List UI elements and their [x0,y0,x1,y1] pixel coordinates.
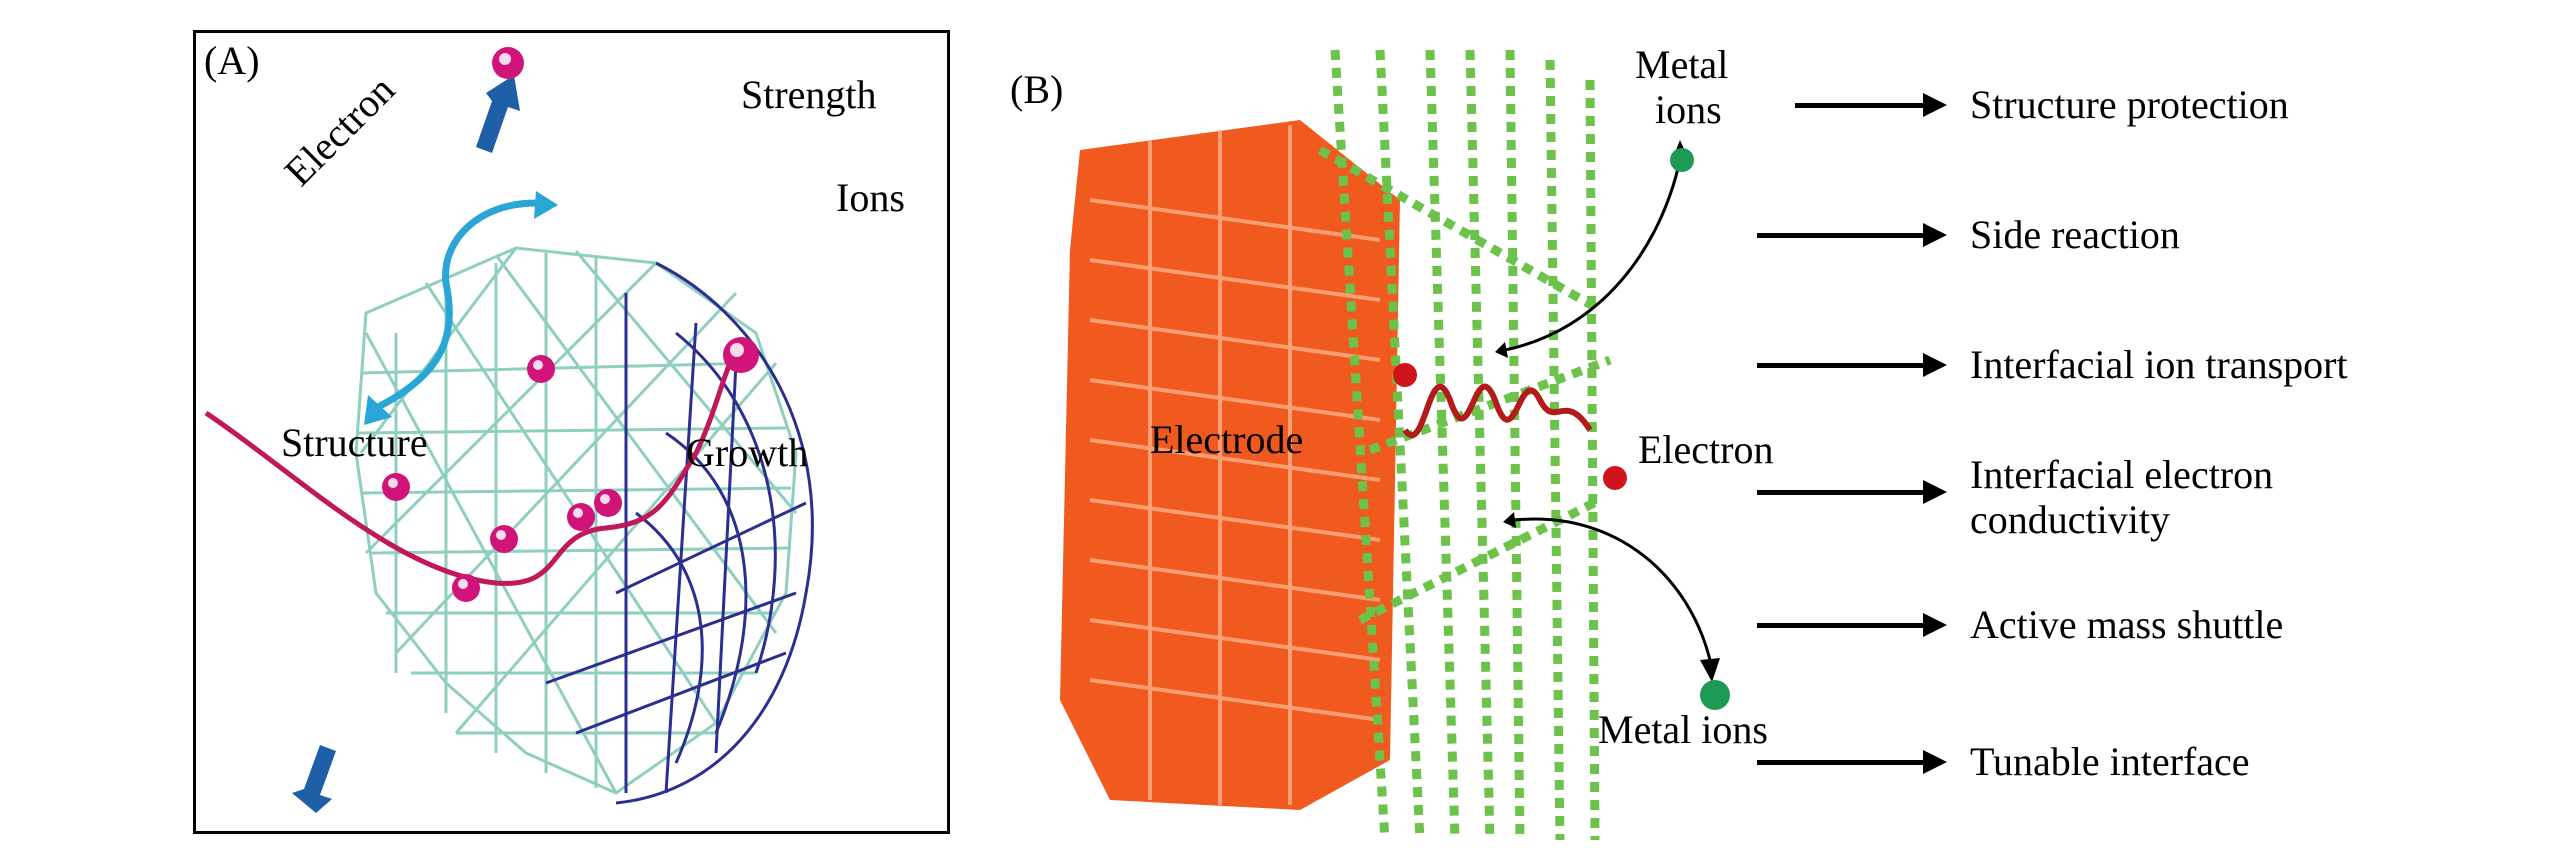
growth-arrow-down [292,745,336,813]
metal-ion-top [1670,148,1694,172]
property-interfacial-ion-transport: Interfacial ion transport [1970,342,2348,387]
property-interfacial-electron-line1: Interfacial electron [1970,452,2274,497]
panel-a-label: (A) [204,38,260,83]
ion-spheres [382,47,759,602]
electron-sphere-right [1603,466,1627,490]
metal-ions-bottom-label: Metal ions [1598,707,1768,752]
panel-b-label: (B) [1010,67,1064,112]
property-tunable-interface: Tunable interface [1970,739,2250,784]
electron-arrowhead-1 [534,191,558,219]
ion-arrow-top [1504,159,1682,352]
electron-sphere-left [1393,363,1417,387]
structure-label: Structure [281,420,428,465]
electrode-block [1060,120,1400,810]
panel-b: (B) Electrode Metal ions Electron Metal … [1000,0,2567,866]
electron-wave [1402,383,1593,439]
ion-arrow-bottom [1514,517,1712,661]
mesh-light [354,246,798,795]
metal-ions-top-label-line2: ions [1655,87,1722,132]
panel-a: (A) Strength Electron Ions Structure Gro… [193,30,950,834]
property-structure-protection: Structure protection [1970,82,2289,127]
growth-label: Growth [686,430,809,475]
electron-label-b: Electron [1638,427,1774,472]
electron-arrowhead-2 [364,395,392,425]
electron-double-arrow [374,199,537,412]
property-side-reaction: Side reaction [1970,212,2180,257]
mesh-dark [545,261,814,805]
ion-path [204,351,738,586]
metal-ion-bottom [1700,680,1730,710]
property-active-mass-shuttle: Active mass shuttle [1970,602,2284,647]
metal-ions-top-label-line1: Metal [1635,42,1729,87]
strength-label: Strength [741,72,877,117]
ions-label: Ions [836,175,905,220]
growth-arrow-up [476,75,520,153]
property-interfacial-electron-line2: conductivity [1970,497,2170,542]
electrode-label: Electrode [1150,417,1304,462]
sei-mesh-illustration [204,47,814,813]
electrode-interface-illustration [1060,49,1730,841]
